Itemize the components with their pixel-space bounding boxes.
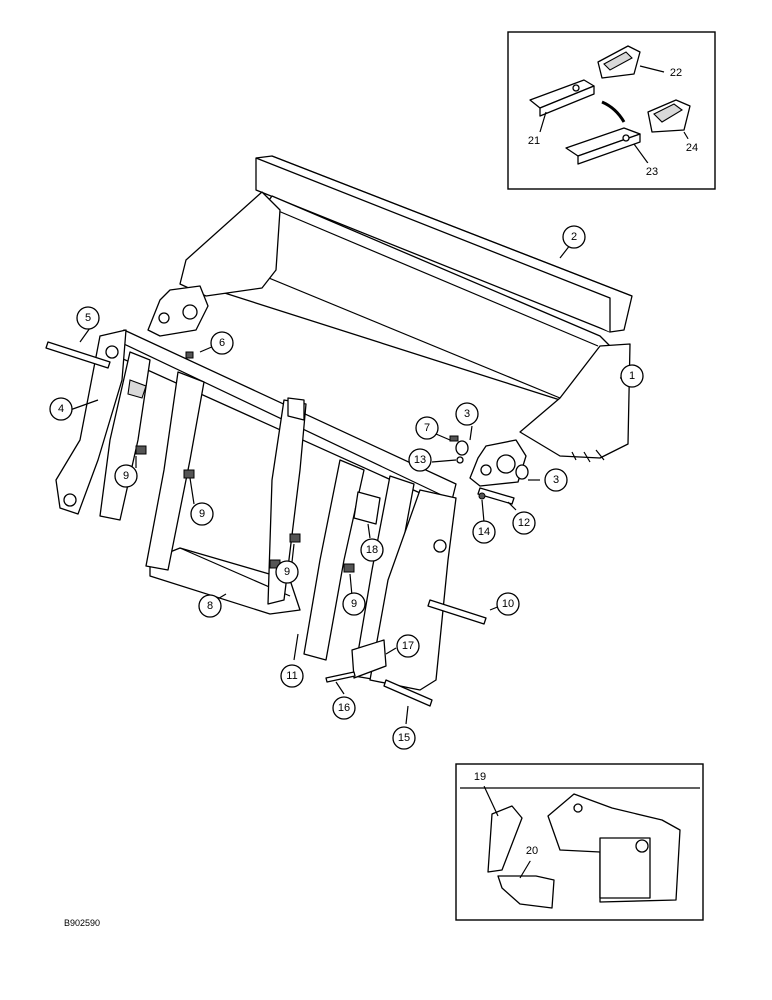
svg-text:3: 3 [464, 408, 470, 420]
callout-24: 24 [682, 138, 702, 158]
side-cutter-inset [455, 763, 704, 921]
svg-text:9: 9 [199, 508, 205, 520]
callout-16: 16 [332, 696, 356, 720]
svg-text:3: 3 [553, 474, 559, 486]
callouts: 1 2 3 3 4 5 6 7 8 9 9 9 9 10 11 12 13 14… [49, 63, 702, 861]
callout-10: 10 [496, 592, 520, 616]
callout-5: 5 [76, 306, 100, 330]
callout-15: 15 [392, 726, 416, 750]
callout-14: 14 [472, 520, 496, 544]
callout-13: 13 [408, 448, 432, 472]
svg-text:9: 9 [123, 470, 129, 482]
callout-20: 20 [522, 841, 542, 861]
callout-22: 22 [666, 63, 686, 83]
quick-attach-frame [55, 329, 457, 691]
svg-text:17: 17 [402, 640, 414, 652]
callout-3-top: 3 [455, 402, 479, 426]
callout-7: 7 [415, 416, 439, 440]
callout-23: 23 [642, 162, 662, 182]
svg-text:11: 11 [286, 670, 297, 682]
callout-18: 18 [360, 538, 384, 562]
svg-text:9: 9 [351, 598, 357, 610]
callout-6: 6 [210, 331, 234, 355]
svg-text:16: 16 [338, 702, 350, 714]
callout-4: 4 [49, 397, 73, 421]
svg-text:1: 1 [629, 370, 635, 382]
svg-text:7: 7 [424, 422, 430, 434]
callout-9-c: 9 [275, 560, 299, 584]
callout-8: 8 [198, 594, 222, 618]
callout-21: 21 [524, 131, 544, 151]
callout-12: 12 [512, 511, 536, 535]
callout-9-b: 9 [190, 502, 214, 526]
callout-2: 2 [562, 225, 586, 249]
svg-text:24: 24 [686, 142, 698, 154]
hardware [45, 341, 529, 707]
callout-19: 19 [470, 767, 490, 787]
svg-text:22: 22 [670, 67, 682, 79]
svg-text:19: 19 [474, 771, 486, 783]
svg-text:18: 18 [366, 544, 378, 556]
svg-text:10: 10 [502, 598, 514, 610]
svg-text:21: 21 [528, 135, 540, 147]
svg-text:15: 15 [398, 732, 410, 744]
callout-3-right: 3 [544, 468, 568, 492]
svg-text:5: 5 [85, 312, 91, 324]
svg-text:8: 8 [207, 600, 213, 612]
callout-17: 17 [396, 634, 420, 658]
callout-1: 1 [620, 364, 644, 388]
svg-text:2: 2 [571, 231, 577, 243]
svg-text:4: 4 [58, 403, 64, 415]
svg-text:12: 12 [518, 517, 530, 529]
svg-text:23: 23 [646, 166, 658, 178]
svg-text:14: 14 [478, 526, 490, 538]
callout-11: 11 [280, 664, 304, 688]
svg-text:20: 20 [526, 845, 538, 857]
document-code: B902590 [64, 918, 101, 928]
svg-text:6: 6 [219, 337, 225, 349]
loader-bucket [147, 155, 633, 487]
svg-text:9: 9 [284, 566, 290, 578]
callout-9-a: 9 [114, 464, 138, 488]
svg-text:13: 13 [414, 454, 426, 466]
teeth-inset [507, 31, 716, 190]
callout-9-d: 9 [342, 592, 366, 616]
